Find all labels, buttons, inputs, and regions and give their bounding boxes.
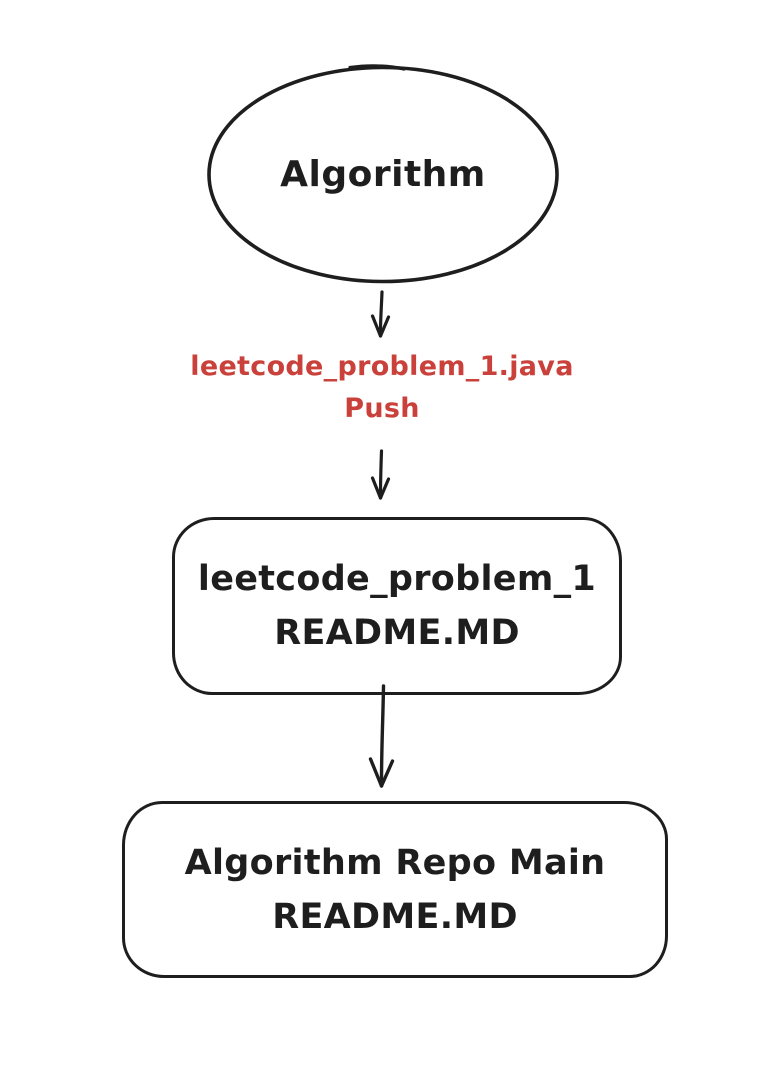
arrow-down-icon [368, 684, 395, 788]
main-readme-node-subtitle: README.MD [272, 896, 518, 937]
push-edge-label-action: Push [344, 393, 420, 424]
algorithm-node-label: Algorithm [280, 153, 486, 195]
main-readme-node-title: Algorithm Repo Main [184, 842, 606, 883]
push-edge-label: leetcode_problem_1.java Push [142, 346, 622, 430]
push-edge-label-filename: leetcode_problem_1.java [190, 351, 574, 382]
problem-readme-node: leetcode_problem_1 README.MD [172, 517, 622, 695]
algorithm-node: Algorithm [208, 67, 558, 282]
arrow-down-icon [370, 449, 391, 500]
arrow-down-icon [370, 290, 391, 338]
problem-readme-node-subtitle: README.MD [274, 613, 520, 653]
main-readme-node: Algorithm Repo Main README.MD [122, 801, 668, 978]
problem-readme-node-title: leetcode_problem_1 [197, 559, 597, 599]
